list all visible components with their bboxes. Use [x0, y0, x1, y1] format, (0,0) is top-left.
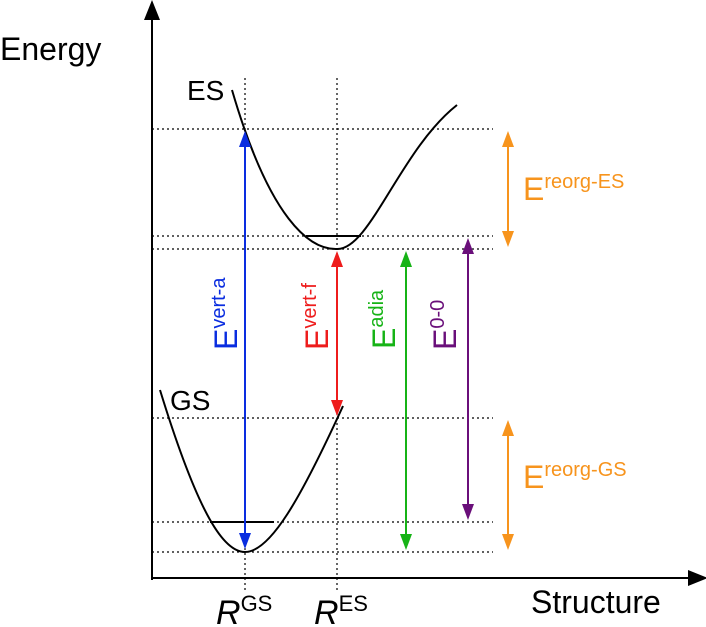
es-curve: [231, 89, 458, 251]
gs-curve: [159, 389, 344, 554]
rgs-sup: GS: [241, 591, 273, 616]
rgs-tick-label: RGS: [216, 591, 272, 627]
e-reorg-es-label: Ereorg-ES: [523, 171, 624, 207]
x-axis-label: Structure: [531, 584, 661, 620]
res-tick-label: RES: [314, 591, 368, 627]
e-reorg-gs-label: Ereorg-GS: [523, 459, 627, 495]
e-vert-f-label: Evert-f: [299, 283, 335, 350]
y-axis-label: Energy: [0, 31, 101, 67]
e-vert-a-label: Evert-a: [208, 277, 244, 350]
res-sup: ES: [339, 591, 368, 616]
gs-curve-label: GS: [170, 385, 210, 416]
res-main: R: [314, 594, 339, 627]
e-0-0-label: E0-0: [427, 300, 463, 350]
es-curve-label: ES: [187, 75, 224, 106]
rgs-main: R: [216, 594, 241, 627]
e-adia-label: Eadia: [366, 289, 402, 349]
